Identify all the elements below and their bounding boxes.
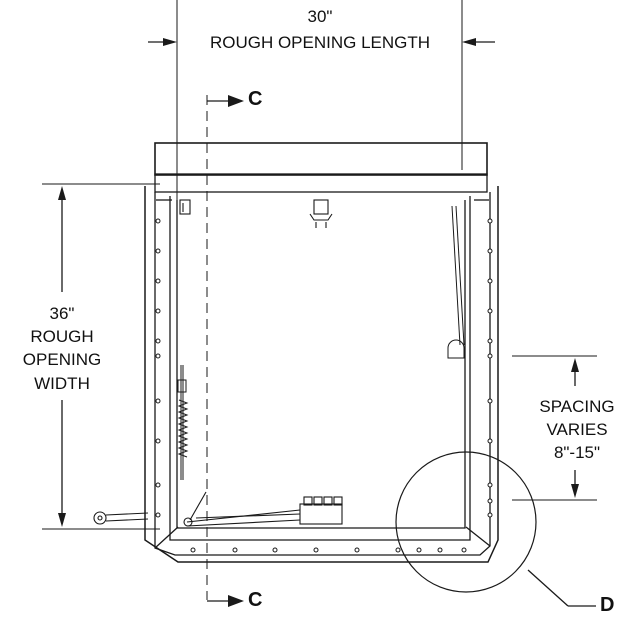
spacing-label-line3: 8"-15" <box>553 443 601 462</box>
latch-assembly <box>183 491 343 527</box>
length-dimension-value: 30" <box>307 7 333 26</box>
section-line-c <box>206 95 244 607</box>
bolt-holes <box>155 218 493 553</box>
width-dimension-line3: WIDTH <box>34 374 90 393</box>
hatch-lid <box>154 142 488 193</box>
length-dimension-label: ROUGH OPENING LENGTH <box>209 33 431 52</box>
width-dimension-line2: OPENING <box>22 350 102 369</box>
lift-spring <box>177 365 189 480</box>
spacing-dimension <box>512 355 597 501</box>
section-label-top: C <box>248 88 263 110</box>
width-dimension-value: 36" <box>49 304 75 323</box>
length-dimension <box>148 0 495 520</box>
hold-open-arm <box>447 205 465 359</box>
detail-circle-d <box>395 451 596 607</box>
spacing-label-line2: VARIES <box>546 420 608 439</box>
section-label-bottom: C <box>248 589 263 611</box>
spacing-label-line1: SPACING <box>539 397 615 416</box>
hinge-hardware <box>179 199 333 228</box>
width-dimension-line1: ROUGH <box>30 327 94 346</box>
padlock-handle <box>93 511 149 525</box>
detail-label: D <box>600 594 615 616</box>
width-dimension <box>42 183 160 530</box>
